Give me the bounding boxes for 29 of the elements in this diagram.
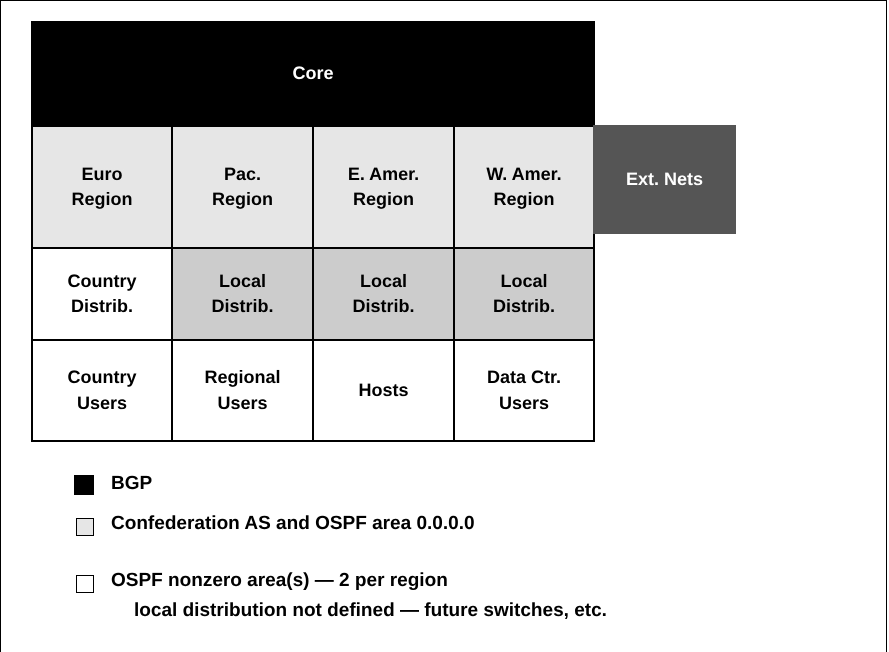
legend-text: Confederation AS and OSPF area 0.0.0.0: [111, 513, 475, 535]
area-name: Hosts: [358, 378, 408, 402]
area-box: [171, 247, 314, 341]
note-text: local distribution not defined — future switches, etc.: [134, 600, 607, 622]
area-name: Local Distrib.: [210, 270, 274, 318]
area-name: Core: [292, 62, 334, 86]
area-box: [453, 247, 595, 341]
area-name: Pac. Region: [211, 162, 274, 211]
area-box: [171, 125, 314, 249]
area-box: [312, 125, 455, 249]
area-box: [453, 339, 595, 442]
area-name: Country Users: [66, 366, 138, 414]
area-box: [31, 339, 173, 442]
area-name: Regional Users: [203, 366, 282, 414]
area-name: Country Distrib.: [66, 270, 138, 318]
area-name: Local Distrib.: [351, 270, 416, 318]
area-name: Data Ctr. Users: [486, 366, 562, 414]
legend-text: BGP: [111, 473, 152, 495]
area-name: Ext. Nets: [626, 168, 704, 191]
area-box: [31, 125, 173, 249]
area-name: Euro Region: [70, 162, 134, 211]
area-name: E. Amer. Region: [346, 162, 420, 211]
legend-text: OSPF nonzero area(s) — 2 per region: [111, 570, 448, 592]
area-box: [312, 247, 455, 341]
area-name: W. Amer. Region: [485, 162, 563, 211]
area-name: Local Distrib.: [492, 270, 556, 318]
core-band: [31, 21, 595, 127]
area-box: [453, 125, 595, 249]
area-box: [593, 125, 736, 234]
